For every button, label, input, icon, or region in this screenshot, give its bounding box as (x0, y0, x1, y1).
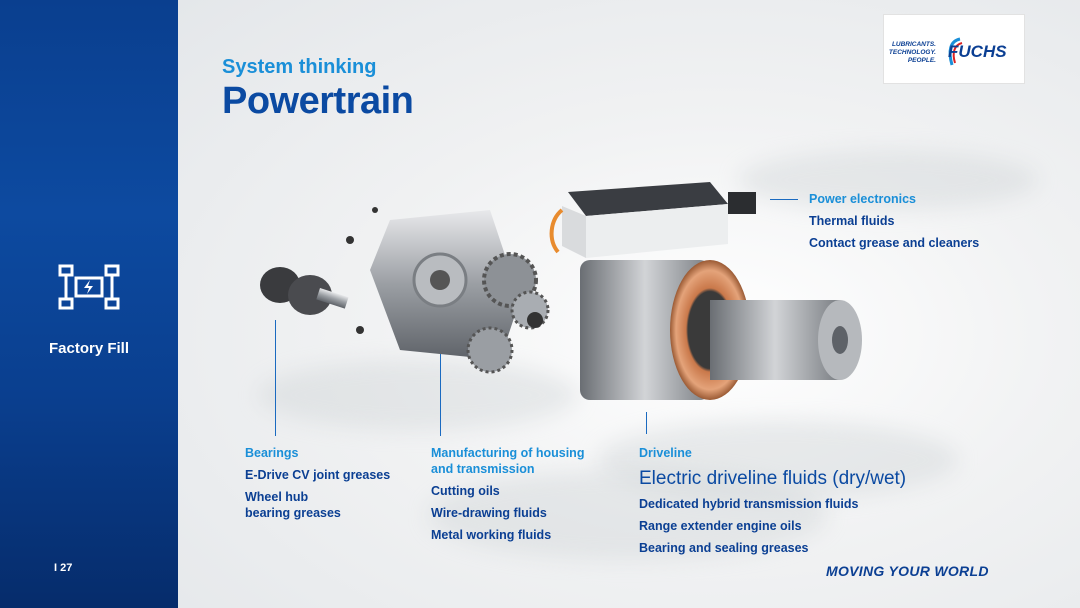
bearings-item: E-Drive CV joint greases (245, 468, 391, 482)
bearings-connector (275, 320, 276, 436)
electric-motor (580, 260, 862, 400)
manufacturing-item: Metal working fluids (431, 528, 552, 542)
bearings-item: Wheel hub (245, 490, 309, 504)
power-electronics-item: Thermal fluids (809, 214, 895, 228)
sidebar (0, 0, 178, 608)
power-electronics-item: Contact grease and cleaners (809, 236, 980, 250)
driveline-connector (646, 412, 647, 434)
bearings-heading: Bearings (245, 446, 299, 460)
page-number: I 27 (54, 562, 73, 574)
electric-drivetrain-icon (58, 264, 120, 310)
manufacturing-item: Cutting oils (431, 484, 500, 498)
power-electronics-connector (770, 199, 798, 200)
powertrain-illustration (260, 182, 862, 400)
power-electronics-unit (549, 182, 756, 258)
driveline-fluids-title: Electric driveline fluids (dry/wet) (639, 468, 907, 489)
manufacturing-item: Wire-drawing fluids (431, 506, 547, 520)
fuchs-emblem-icon (948, 37, 963, 66)
transmission-housing (346, 207, 520, 360)
logo-tagline: LUBRICANTS. TECHNOLOGY. PEOPLE. (888, 41, 936, 64)
power-electronics-heading: Power electronics (809, 192, 916, 206)
page-title: Powertrain (222, 80, 414, 122)
factory-fill-label: Factory Fill (48, 340, 130, 357)
driveline-heading: Driveline (639, 446, 692, 460)
driveline-item: Dedicated hybrid transmission fluids (639, 497, 859, 511)
manufacturing-connector (440, 354, 441, 436)
manufacturing-heading: Manufacturing of housing (431, 446, 585, 460)
manufacturing-heading: and transmission (431, 462, 535, 476)
section-subtitle: System thinking (222, 56, 377, 78)
bearings-item: bearing greases (245, 506, 341, 520)
logo-brand: FUCHS (948, 42, 1007, 61)
driveline-item: Range extender engine oils (639, 519, 802, 533)
fuchs-logo: LUBRICANTS. TECHNOLOGY. PEOPLE. FUCHS (883, 14, 1025, 84)
cv-joint-shaft (260, 267, 349, 315)
driveline-item: Bearing and sealing greases (639, 541, 809, 555)
gear-set (466, 252, 550, 374)
footer-slogan: MOVING YOUR WORLD (826, 563, 989, 579)
